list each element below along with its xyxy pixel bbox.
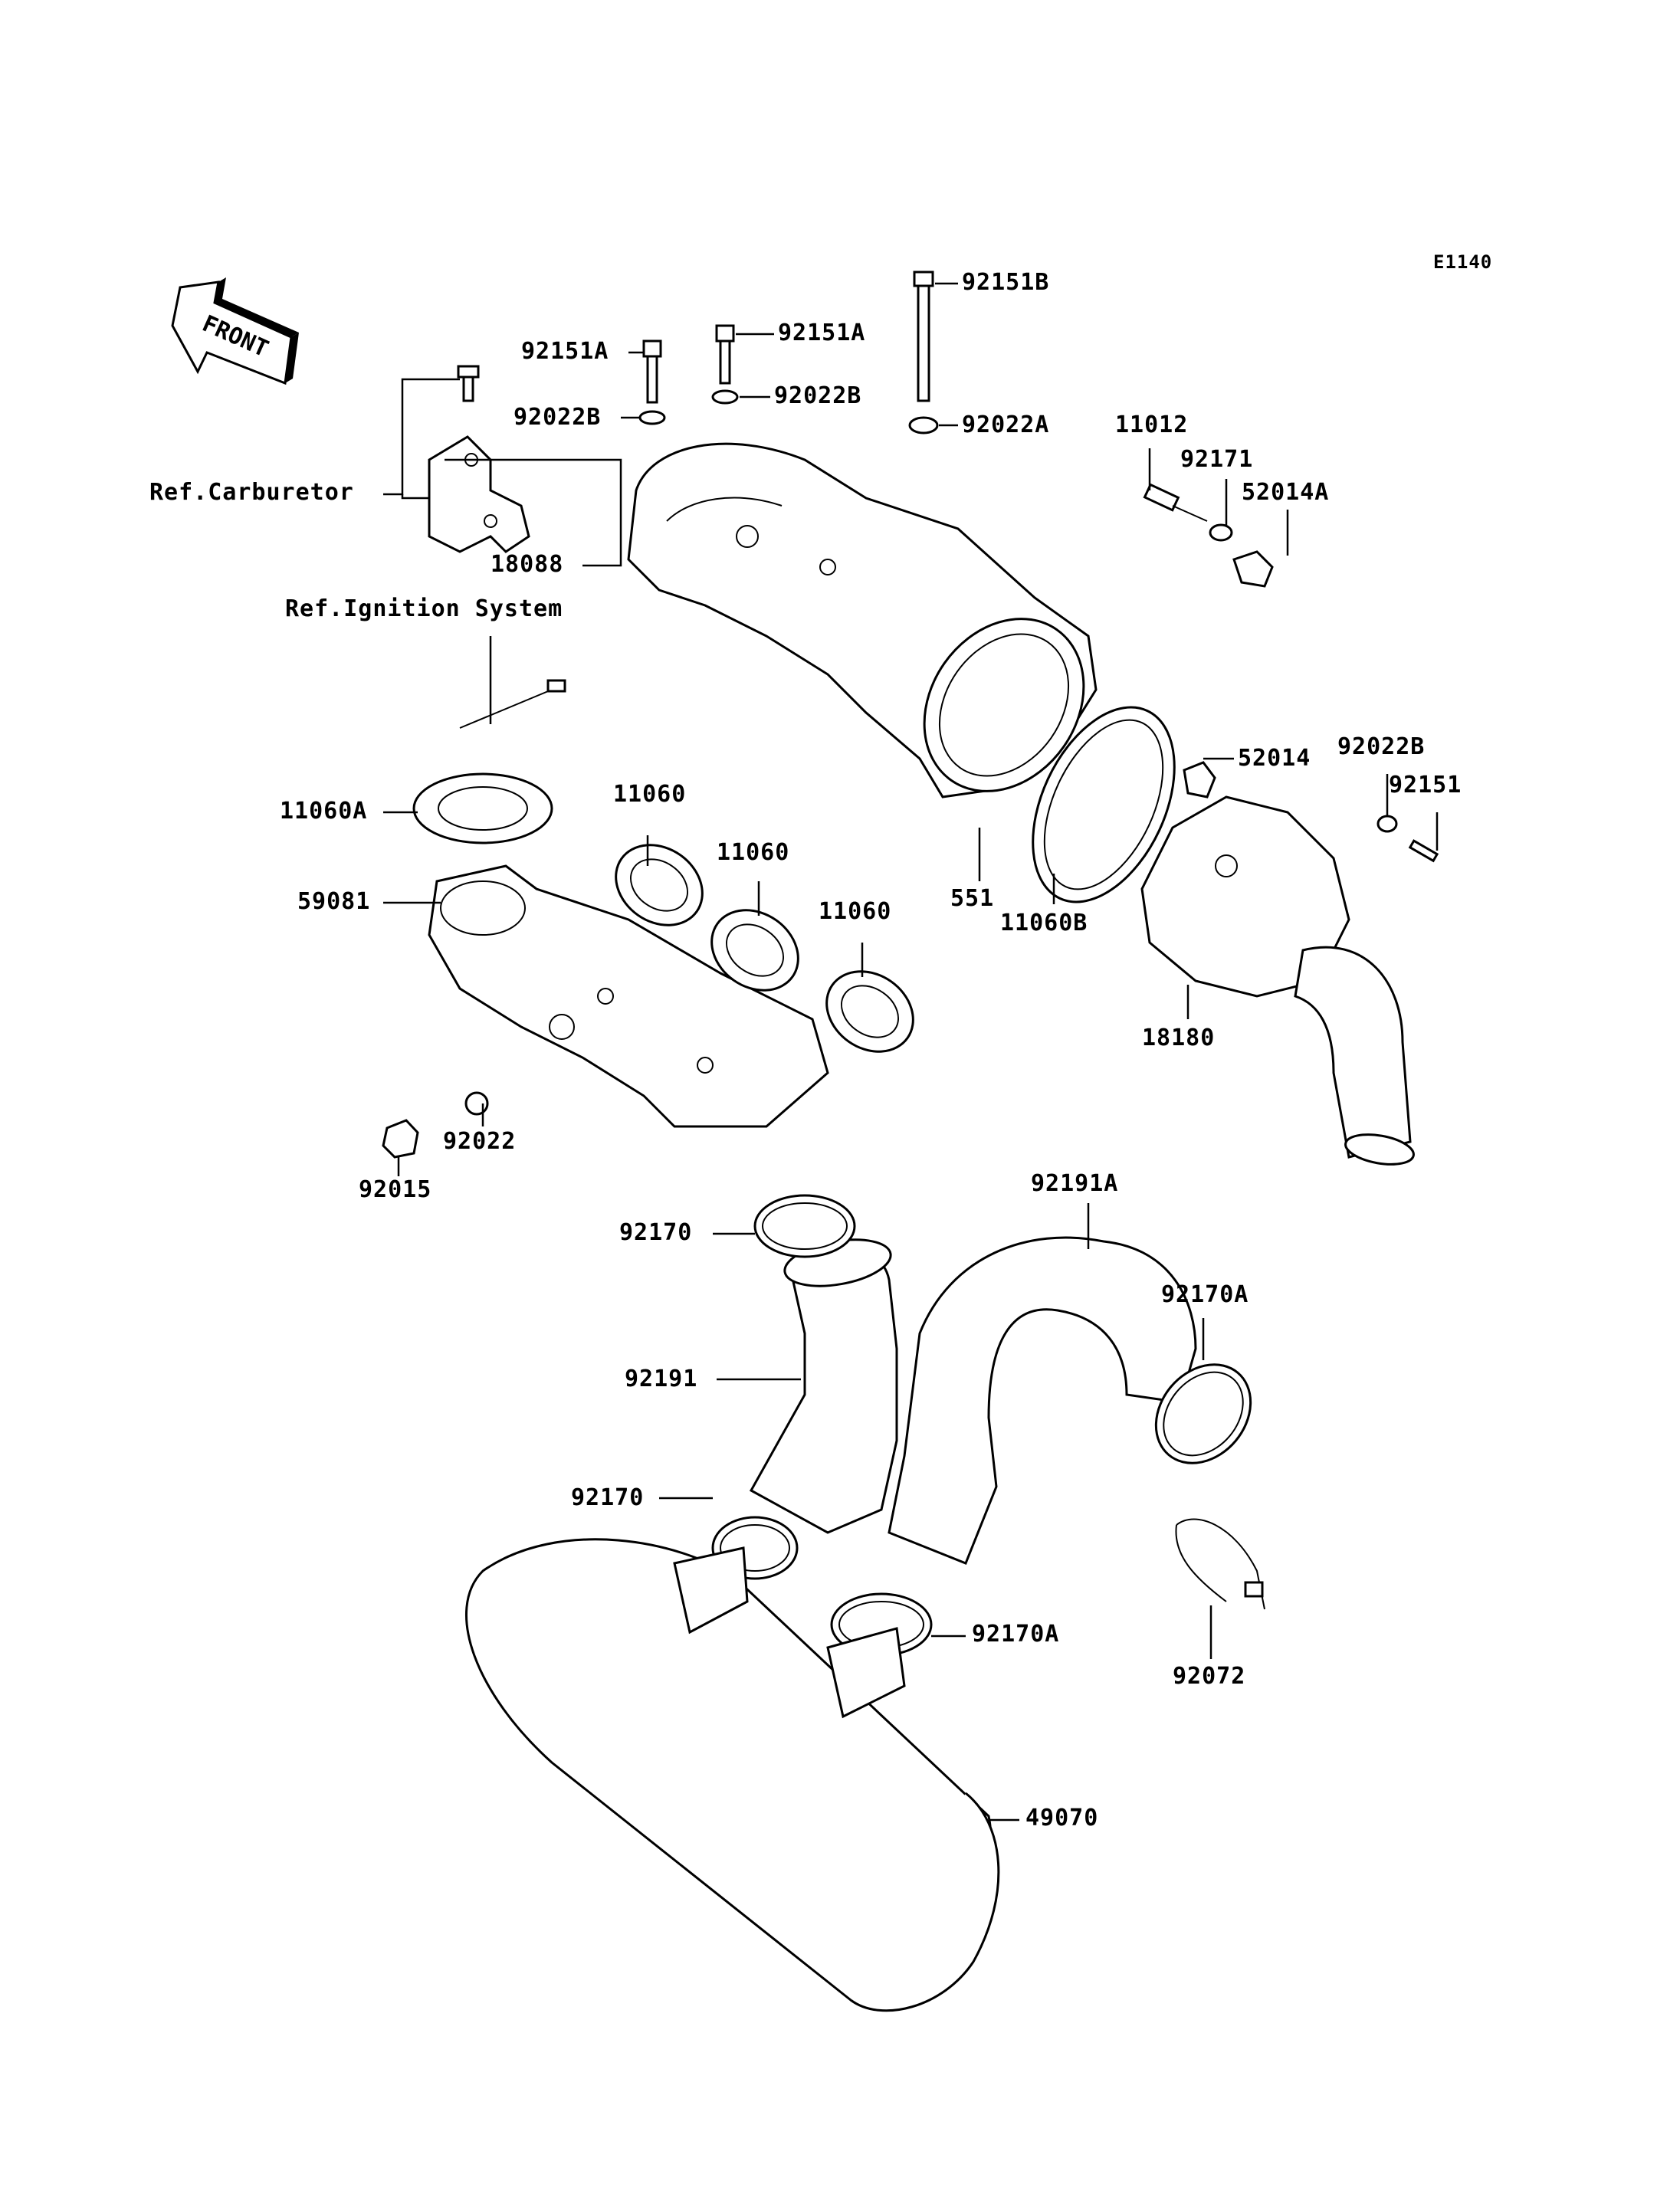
fitting-52014A — [1232, 550, 1274, 588]
exhaust-pipe-18088 — [627, 442, 1098, 798]
part-label-52014[interactable]: 52014 — [1238, 745, 1311, 772]
part-label-92151A[interactable]: 92151A — [778, 320, 866, 346]
manifold-59081 — [428, 864, 829, 1128]
part-label-92072[interactable]: 92072 — [1173, 1663, 1246, 1690]
part-label-92170A[interactable]: 92170A — [972, 1621, 1060, 1648]
part-label-92022B[interactable]: 92022B — [774, 382, 862, 409]
washer-92022 — [464, 1091, 489, 1116]
sensor-11012 — [1143, 483, 1208, 522]
ref-ignition-label[interactable]: Ref.Ignition System — [285, 595, 563, 622]
part-label-92022B[interactable]: 92022B — [514, 404, 602, 431]
part-label-49070[interactable]: 49070 — [1025, 1805, 1099, 1831]
front-arrow-icon: FRONT — [171, 277, 299, 385]
part-label-92191A[interactable]: 92191A — [1031, 1170, 1119, 1197]
muffler-49070 — [465, 1538, 1000, 2012]
part-label-92022B[interactable]: 92022B — [1337, 733, 1426, 760]
gasket-11060-3 — [825, 970, 914, 1053]
hose-92191 — [749, 1238, 898, 1534]
leader-lines — [383, 282, 1439, 1822]
nut-92022B-right — [1376, 815, 1398, 833]
part-label-92191[interactable]: 92191 — [625, 1366, 698, 1392]
gasket-11060-1 — [615, 844, 704, 926]
ignition-sensor — [459, 679, 566, 729]
part-label-11060A[interactable]: 11060A — [280, 798, 368, 825]
gasket-11060B — [1032, 706, 1176, 903]
cap-nut-92015 — [382, 1119, 419, 1159]
part-label-11060[interactable]: 11060 — [819, 898, 892, 925]
part-label-11060[interactable]: 11060 — [717, 839, 790, 866]
gasket-11060A — [412, 772, 553, 844]
part-label-92170[interactable]: 92170 — [619, 1219, 693, 1246]
part-label-18180[interactable]: 18180 — [1142, 1025, 1216, 1051]
part-label-59081[interactable]: 59081 — [297, 888, 371, 915]
part-label-92022A[interactable]: 92022A — [962, 412, 1050, 438]
ref-carburetor-label[interactable]: Ref.Carburetor — [149, 479, 354, 506]
part-label-92022[interactable]: 92022 — [443, 1128, 517, 1155]
part-label-92151A[interactable]: 92151A — [521, 338, 609, 365]
part-label-92170[interactable]: 92170 — [571, 1484, 645, 1511]
clamp-92170-top — [753, 1194, 856, 1258]
part-label-92170A[interactable]: 92170A — [1161, 1281, 1249, 1308]
cable-tie-92072 — [1175, 1518, 1265, 1610]
clip-92171 — [1209, 523, 1233, 542]
diagram-code: E1140 — [1433, 251, 1493, 273]
chamber-18180 — [1140, 795, 1415, 1166]
part-label-18088[interactable]: 18088 — [491, 551, 564, 578]
part-label-92015[interactable]: 92015 — [359, 1176, 432, 1203]
part-label-11012[interactable]: 11012 — [1115, 412, 1189, 438]
fitting-52014 — [1183, 761, 1216, 798]
carburetor-bracket — [428, 365, 530, 553]
bolt-92151B — [908, 271, 939, 434]
part-label-92171[interactable]: 92171 — [1180, 446, 1254, 473]
hose-92191A — [888, 1236, 1197, 1565]
bolt-92151-right — [1408, 839, 1439, 863]
bolt-92151A-right — [711, 324, 739, 405]
part-label-11060B[interactable]: 11060B — [1000, 910, 1088, 936]
part-label-52014A[interactable]: 52014A — [1242, 479, 1330, 506]
part-label-92151B[interactable]: 92151B — [962, 269, 1050, 296]
part-label-551[interactable]: 551 — [950, 885, 995, 912]
gasket-11060-2 — [710, 909, 799, 992]
clamp-92170A-right — [1154, 1363, 1252, 1464]
part-label-11060[interactable]: 11060 — [613, 781, 687, 808]
part-label-92151[interactable]: 92151 — [1389, 772, 1462, 798]
